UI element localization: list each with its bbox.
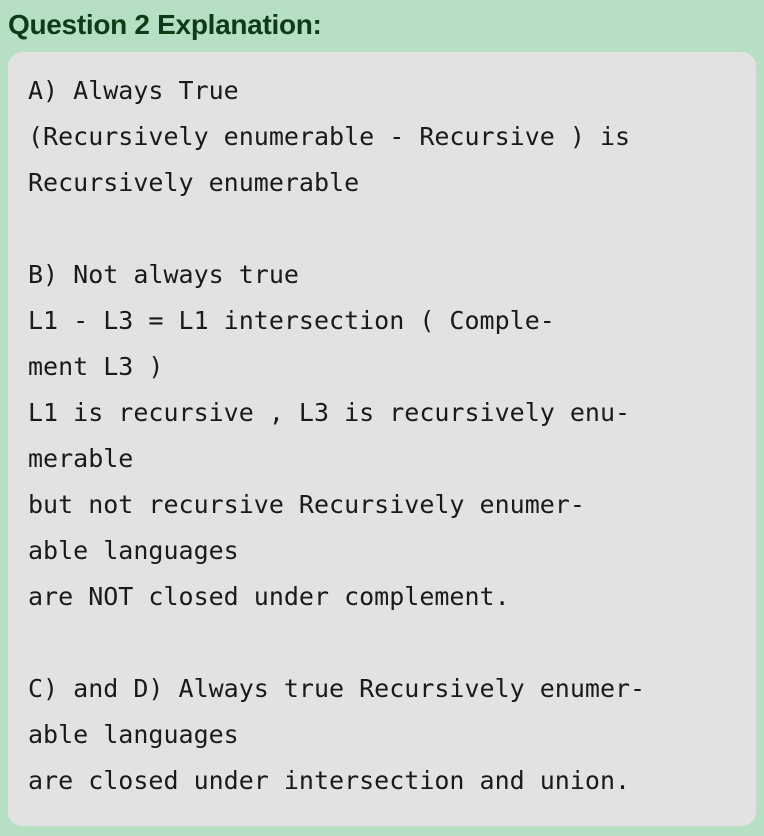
explanation-line: Recursively enumerable — [28, 168, 360, 197]
explanation-line: C) and D) Always true Recursively enumer… — [28, 674, 646, 703]
explanation-line: are NOT closed under complement. — [28, 582, 510, 611]
explanation-line — [28, 620, 645, 666]
explanation-line: A) Always True — [28, 76, 239, 105]
explanation-line: B) Not always true — [28, 260, 299, 289]
explanation-line: are closed under intersection and union. — [28, 766, 631, 795]
explanation-line: L1 is recursive , L3 is recursively enu- — [28, 398, 631, 427]
explanation-line: able languages — [28, 720, 239, 749]
explanation-line: ment L3 ) — [28, 352, 164, 381]
explanation-title: Question 2 Explanation: — [8, 9, 322, 40]
explanation-line: L1 - L3 = L1 intersection ( Comple- — [28, 306, 555, 335]
explanation-line: but not recursive Recursively enumer- — [28, 490, 585, 519]
explanation-line — [28, 206, 645, 252]
explanation-line: merable — [28, 444, 134, 473]
explanation-text: A) Always True (Recursively enumerable -… — [28, 68, 645, 804]
explanation-line: (Recursively enumerable - Recursive ) is — [28, 122, 631, 151]
explanation-line: able languages — [28, 536, 239, 565]
explanation-panel: A) Always True (Recursively enumerable -… — [8, 52, 756, 826]
